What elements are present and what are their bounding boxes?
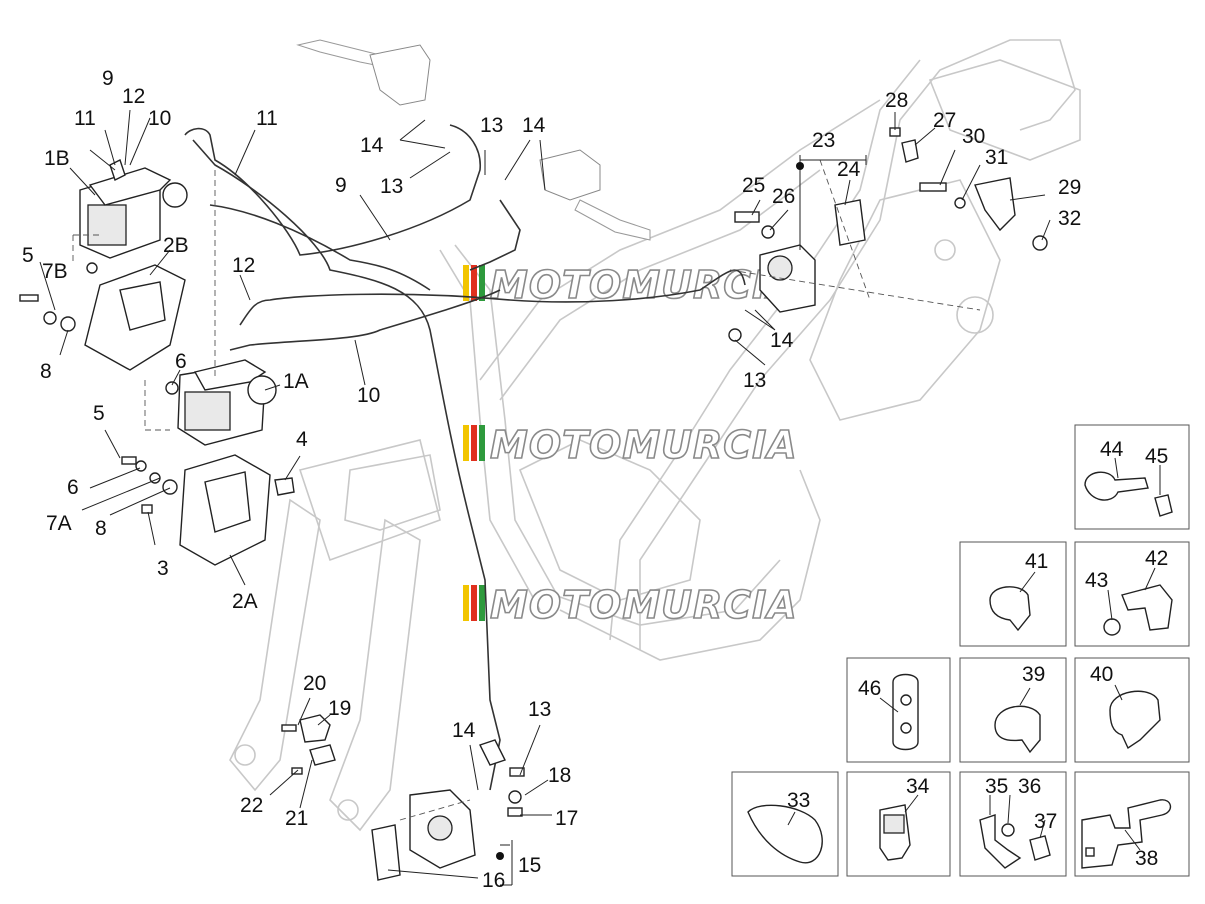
callout-8: 8	[40, 360, 52, 383]
callout-3: 3	[157, 557, 169, 580]
callout-20: 20	[303, 672, 326, 695]
callout-15: 15	[518, 854, 541, 877]
watermark-3: MOTOMURCIA	[463, 582, 798, 628]
parts-box-34: 34	[846, 771, 951, 877]
callout-7B: 7B	[42, 260, 68, 283]
parts-box-38: 38	[1074, 771, 1190, 877]
callout-7A: 7A	[46, 512, 72, 535]
marker-dot-23	[796, 162, 804, 170]
callout-32: 32	[1058, 207, 1081, 230]
callout-5: 5	[22, 244, 34, 267]
callout-35: 35	[985, 775, 1008, 798]
scooter-frame	[229, 39, 1081, 832]
watermark-1: MOTOMURCIA	[463, 262, 798, 308]
callout-41: 41	[1025, 550, 1048, 573]
callout-10: 10	[148, 107, 171, 130]
callout-34: 34	[906, 775, 930, 798]
parts-box-42-43: 42 43	[1074, 541, 1190, 647]
callout-1A: 1A	[283, 370, 309, 393]
callout-28: 28	[885, 89, 908, 112]
callout-23: 23	[812, 129, 835, 152]
callout-30: 30	[962, 125, 985, 148]
callout-14: 14	[452, 719, 476, 742]
callout-31: 31	[985, 146, 1008, 169]
callout-24: 24	[837, 158, 861, 181]
callout-39: 39	[1022, 663, 1045, 686]
callout-45: 45	[1145, 445, 1168, 468]
watermark-text: MOTOMURCIA	[490, 263, 798, 307]
callout-14: 14	[360, 134, 384, 157]
callout-40: 40	[1090, 663, 1113, 686]
callout-13: 13	[380, 175, 403, 198]
parts-box-46: 46	[846, 657, 951, 763]
callout-13: 13	[528, 698, 551, 721]
marker-dot-15	[496, 852, 504, 860]
parts-box-39: 39	[959, 657, 1067, 763]
callout-43: 43	[1085, 569, 1108, 592]
callout-38: 38	[1135, 847, 1158, 870]
callout-4: 4	[296, 428, 308, 451]
callout-9: 9	[335, 174, 347, 197]
callout-labels: 1B 9 12 10 11 11 9 12 10 5 7B 8 2B 6 1A …	[22, 67, 1081, 892]
callout-27: 27	[933, 109, 956, 132]
callout-11: 11	[256, 107, 278, 130]
callout-12: 12	[232, 254, 255, 277]
callout-36: 36	[1018, 775, 1041, 798]
guide-lines	[72, 159, 981, 821]
callout-13: 13	[743, 369, 766, 392]
abs-fasteners	[19, 262, 295, 514]
callout-2A: 2A	[232, 590, 258, 613]
callout-44: 44	[1100, 438, 1124, 461]
rear-caliper	[728, 199, 866, 342]
callout-10: 10	[357, 384, 380, 407]
parts-box-33: 33	[731, 771, 839, 877]
leader-lines	[20, 109, 1051, 886]
brake-hoses	[184, 124, 746, 791]
parts-box-41: 41	[959, 541, 1067, 647]
abs-unit-1B	[79, 159, 188, 259]
callout-25: 25	[742, 174, 765, 197]
callout-12: 12	[122, 85, 145, 108]
front-caliper	[371, 739, 525, 881]
parts-box-44-45: 44 45	[1074, 424, 1190, 530]
callout-37: 37	[1034, 810, 1057, 833]
watermark-text: MOTOMURCIA	[490, 583, 798, 627]
callout-17: 17	[555, 807, 578, 830]
callout-22: 22	[240, 794, 263, 817]
abs-bracket-2B	[84, 264, 186, 371]
callout-9: 9	[102, 67, 114, 90]
parts-box-40: 40	[1074, 657, 1190, 763]
callout-5: 5	[93, 402, 105, 425]
callout-19: 19	[328, 697, 351, 720]
parts-box-35-36-37: 35 36 37	[959, 771, 1067, 877]
abs-unit-1A	[177, 359, 277, 446]
callout-8: 8	[95, 517, 107, 540]
callout-13: 13	[480, 114, 503, 137]
callout-6: 6	[67, 476, 79, 499]
callout-26: 26	[772, 185, 795, 208]
callout-11: 11	[74, 107, 96, 130]
callout-46: 46	[858, 677, 881, 700]
callout-14: 14	[522, 114, 546, 137]
callout-18: 18	[548, 764, 571, 787]
callout-42: 42	[1145, 547, 1168, 570]
callout-1B: 1B	[44, 147, 70, 170]
callout-2B: 2B	[163, 234, 189, 257]
abs-sensor	[281, 714, 336, 775]
callout-14: 14	[770, 329, 794, 352]
watermark-2: MOTOMURCIA	[463, 422, 798, 468]
callout-21: 21	[285, 807, 308, 830]
callout-29: 29	[1058, 176, 1081, 199]
callout-33: 33	[787, 789, 810, 812]
callout-16: 16	[482, 869, 505, 892]
abs-bracket-2A	[179, 454, 271, 566]
watermark-text: MOTOMURCIA	[490, 423, 798, 467]
callout-6: 6	[175, 350, 187, 373]
